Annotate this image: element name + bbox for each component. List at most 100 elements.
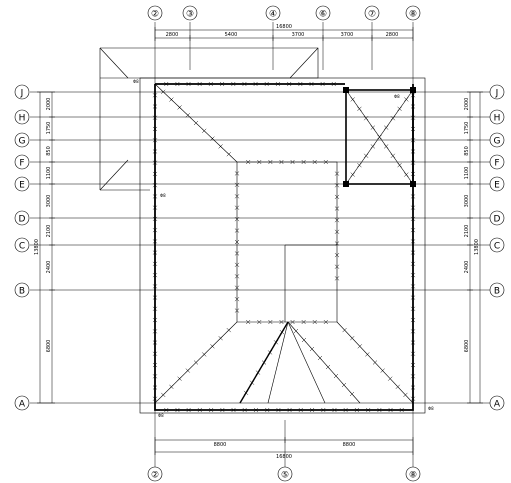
conductor-x-mark <box>152 295 158 300</box>
conductor-x-mark <box>218 144 223 149</box>
conductor-x-mark <box>243 390 249 396</box>
conductor-x-mark <box>234 216 240 222</box>
conductor-x-mark <box>363 116 369 121</box>
conductor-x-mark <box>234 239 240 245</box>
right-dim-segment: 2100 <box>464 225 470 238</box>
axis-bubble-7-top: ⑦ <box>364 5 380 21</box>
conductor-x-mark <box>321 407 326 413</box>
axis-bubble-8-bottom: ⑧ <box>405 466 421 482</box>
conductor-x-mark <box>152 396 158 401</box>
left-dim-total: 13800 <box>34 239 40 255</box>
conductor-x-mark <box>234 205 240 210</box>
conductor-x-mark <box>249 380 255 385</box>
conductor-x-mark <box>365 407 371 413</box>
notes: Φ8 Φ8 Φ8 Φ8 Φ8 <box>133 79 434 418</box>
conductor-x-mark <box>342 327 347 333</box>
note-bottom-left: Φ8 <box>158 413 164 418</box>
top-dim-segment: 3700 <box>341 32 354 38</box>
conductor-x-mark <box>255 370 261 375</box>
conductor-x-mark <box>290 159 295 165</box>
row-bubbles-right: J H G F E D C B A <box>489 84 505 411</box>
note-mid-left: Φ8 <box>160 193 166 198</box>
conductor-x-mark <box>234 296 240 302</box>
axis-bubble-8-top: ⑧ <box>405 5 421 21</box>
conductor-x-mark <box>410 362 416 368</box>
conductor-x-mark <box>279 329 285 335</box>
conductor-x-mark <box>219 81 225 87</box>
axis-bubble-3-top: ③ <box>182 5 198 21</box>
top-dim-segment: 2800 <box>166 32 179 38</box>
conductor-x-mark <box>410 374 416 379</box>
conductor-x-mark <box>152 374 158 379</box>
conductor-x-mark <box>234 285 240 290</box>
conductor-x-mark <box>161 392 166 398</box>
conductor-x-mark <box>169 384 174 389</box>
conductor-x-mark <box>350 172 355 177</box>
conductor-x-mark <box>317 355 323 361</box>
axis-bubble-C-left: C <box>14 237 30 253</box>
conductor-x-mark <box>177 376 182 381</box>
conductor-x-mark <box>410 385 416 390</box>
conductor-x-mark <box>152 340 158 345</box>
conductor-x-mark <box>395 384 400 389</box>
conductor-x-mark <box>410 216 416 222</box>
conductor-x-mark <box>390 153 396 158</box>
conductor-x-mark <box>410 317 416 323</box>
conductor-x-mark <box>410 351 416 356</box>
conductor-x-mark <box>298 407 304 413</box>
conductor-x-mark <box>334 241 340 246</box>
conductor-x-mark <box>410 340 416 345</box>
conductor-x-mark <box>403 392 408 398</box>
conductor-x-mark <box>152 182 158 188</box>
conductor-x-mark <box>410 160 416 165</box>
conductor-x-mark <box>331 81 337 87</box>
conductor-x-mark <box>287 407 292 413</box>
svg-text:⑦: ⑦ <box>368 10 376 20</box>
conductor-x-mark <box>334 206 340 211</box>
svg-text:J: J <box>495 89 499 99</box>
right-dim-segment: 6800 <box>464 340 470 353</box>
note-bottom-right: Φ8 <box>428 406 434 411</box>
top-dim-segment: 5400 <box>225 32 238 38</box>
conductor-x-mark <box>410 396 416 401</box>
conductor-x-mark <box>343 407 348 413</box>
conductor-x-mark <box>152 194 158 199</box>
svg-text:C: C <box>494 242 500 252</box>
conductor-x-mark <box>245 159 251 165</box>
conductor-x-mark <box>286 81 292 87</box>
left-dim-segment: 6800 <box>46 340 52 353</box>
right-dim-segment: 850 <box>464 146 470 156</box>
left-dim-segment: 1750 <box>46 122 52 135</box>
top-dimension-texts: 16800 2800 5400 3700 3700 2800 <box>166 24 399 38</box>
svg-text:A: A <box>19 400 26 410</box>
conductor-x-mark <box>410 306 416 312</box>
column-bubbles-top: ② ③ ④ ⑥ ⑦ ⑧ <box>147 5 421 21</box>
axis-bubble-G-right: G <box>489 132 505 148</box>
bottom-dim-total: 16800 <box>276 454 292 460</box>
conductor-x-mark <box>298 81 303 87</box>
conductor-x-mark <box>325 364 331 370</box>
conductor-x-mark <box>323 319 329 325</box>
right-dim-segment: 3000 <box>464 195 470 208</box>
conductor-x-mark <box>365 352 370 357</box>
conductor-x-mark <box>264 407 270 413</box>
conductor-x-mark <box>410 126 416 132</box>
conductor-x-mark <box>410 284 416 289</box>
conductor-x-mark <box>276 407 281 413</box>
conductor-x-mark <box>257 319 262 325</box>
conductor-x-mark <box>152 115 158 120</box>
conductor-x-mark <box>273 340 279 345</box>
axis-bubble-E-left: E <box>14 176 30 192</box>
axis-bubble-B-right: B <box>489 282 505 298</box>
conductor-x-mark <box>202 128 207 133</box>
conductor-x-mark <box>152 149 158 154</box>
conductor-x-mark <box>357 106 362 111</box>
roof-outline <box>99 47 426 414</box>
conductor-x-mark <box>372 360 378 365</box>
right-dim-segment: 2400 <box>464 261 470 274</box>
axis-bubble-E-right: E <box>489 176 505 192</box>
conductor-x-mark <box>279 319 284 325</box>
conductor-x-mark <box>377 407 382 413</box>
conductor-x-mark <box>186 81 191 87</box>
